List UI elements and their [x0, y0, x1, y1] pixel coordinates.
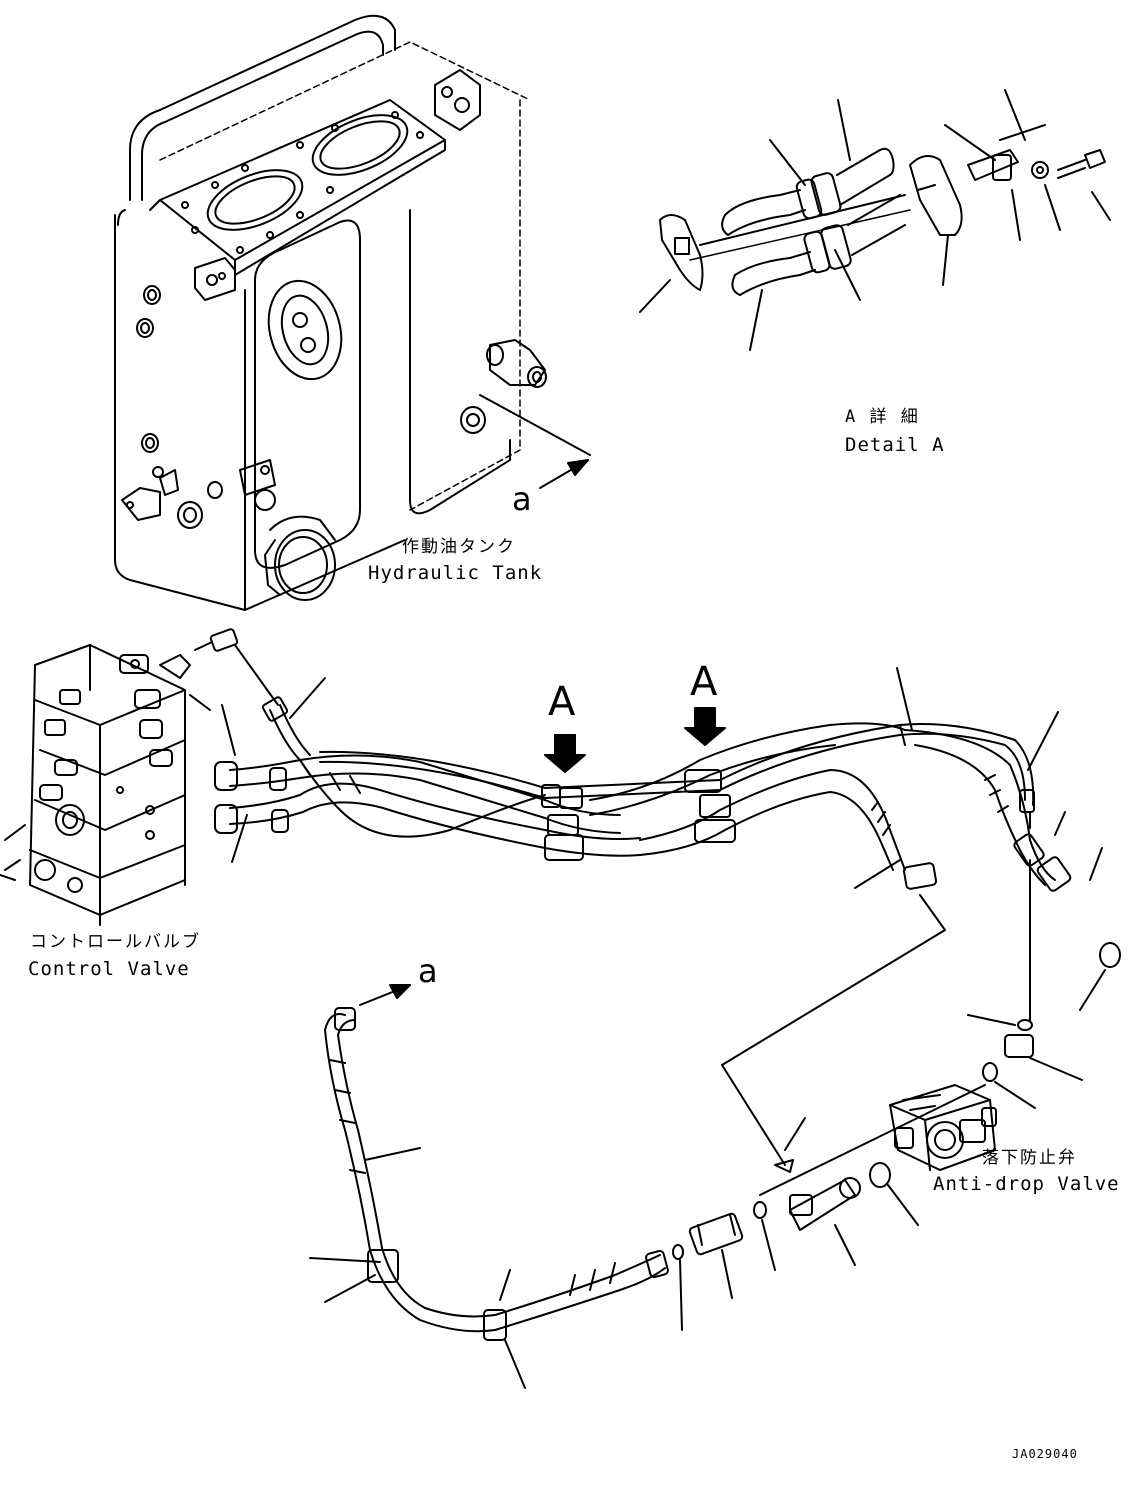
connection-marker-a-lower: a [418, 952, 438, 990]
detail-a-drawing [639, 89, 1111, 351]
antidrop-valve-label-en: Anti-drop Valve [933, 1173, 1120, 1195]
detail-a-label-en: Detail A [845, 434, 945, 456]
detail-a-label-jp: A 詳 細 [845, 407, 920, 427]
control-valve-drawing [0, 628, 279, 926]
view-marker-a-left: A [548, 679, 576, 725]
hydraulic-tank-label-en: Hydraulic Tank [368, 562, 543, 584]
lower-hose-assembly [309, 942, 1121, 1389]
view-arrows [544, 707, 726, 773]
hydraulic-tank-drawing [114, 14, 591, 611]
main-hoses [214, 667, 1103, 1166]
control-valve-label-jp: コントロールバルブ [30, 932, 201, 952]
connection-marker-a-upper: a [512, 480, 532, 518]
antidrop-valve-label-jp: 落下防止弁 [982, 1148, 1077, 1168]
drawing-number: JA029040 [1012, 1447, 1078, 1461]
control-valve-label-en: Control Valve [28, 958, 190, 980]
view-marker-a-right: A [690, 659, 718, 705]
hydraulic-tank-label-jp: 作動油タンク [402, 537, 516, 557]
